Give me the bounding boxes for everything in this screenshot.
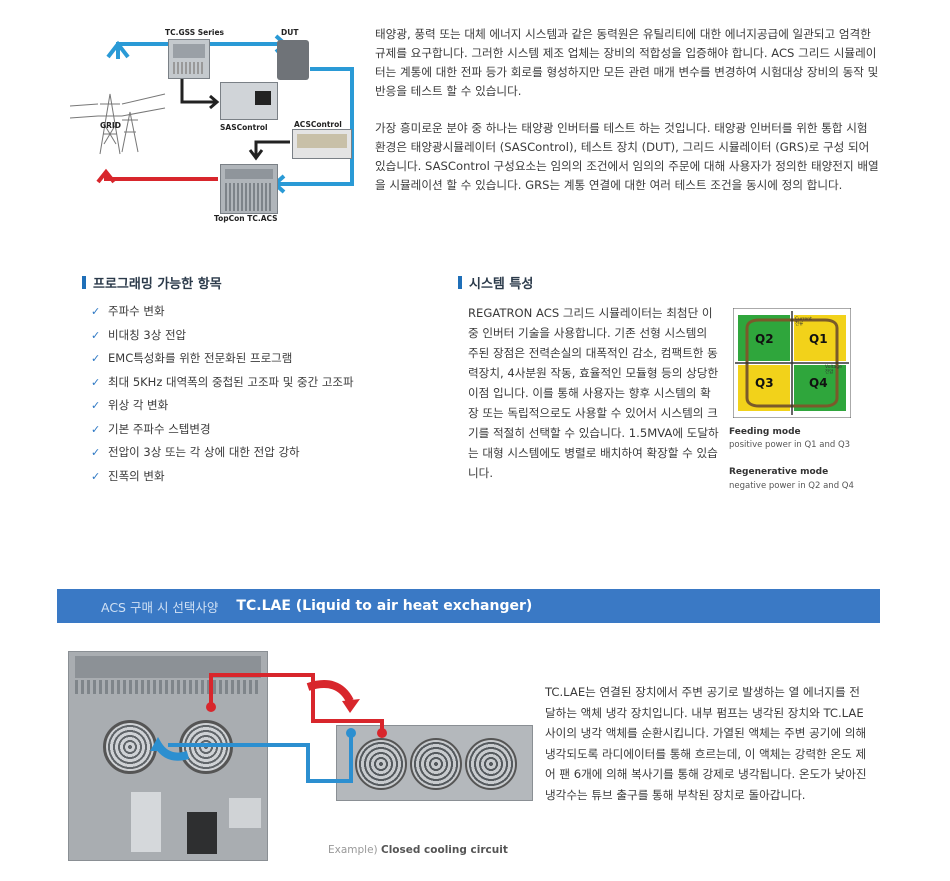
acscontrol-screen	[292, 129, 352, 159]
caption-prefix: Example)	[328, 844, 378, 856]
check-icon: ✓	[91, 422, 101, 436]
quadrant-q1-label: Q1	[809, 332, 828, 346]
fan-icon	[355, 738, 407, 790]
programmable-list: ✓주파수 변화 ✓비대칭 3상 전압 ✓EMC특성화를 위한 전문화된 프로그램…	[91, 300, 421, 488]
label-sascontrol: SASControl	[220, 123, 268, 132]
intro-paragraph-1: 태양광, 풍력 또는 대체 에너지 시스템과 같은 동력원은 유틸리티에 대한 …	[375, 27, 879, 98]
list-item: ✓EMC특성화를 위한 전문화된 프로그램	[91, 347, 421, 371]
fan-icon	[103, 720, 157, 774]
list-item: ✓최대 5KHz 대역폭의 중첩된 고조파 및 중간 고조파	[91, 371, 421, 395]
intro-paragraph-2: 가장 흥미로운 분야 중 하나는 태양광 인버터를 테스트 하는 것입니다. 태…	[375, 121, 879, 192]
programmable-title: 프로그래밍 가능한 항목	[93, 277, 222, 292]
label-grid: GRID	[100, 121, 121, 130]
pipes-svg	[150, 673, 387, 783]
check-icon: ✓	[91, 399, 101, 412]
system-diagram: TC.GSS Series DUT GRID SASControl ACSCon…	[69, 24, 360, 224]
quadrant-q4-label: Q4	[809, 376, 828, 390]
check-icon: ✓	[91, 352, 101, 365]
quadrant-svg	[732, 307, 852, 419]
list-item: ✓위상 각 변화	[91, 394, 421, 418]
system-paragraph: REGATRON ACS 그리드 시뮬레이터는 최첨단 이중 인버터 기술을 사…	[468, 306, 719, 480]
list-item: ✓주파수 변화	[91, 300, 421, 324]
line-dut-to-acs	[275, 67, 354, 186]
label-dut: DUT	[281, 28, 299, 37]
diagram-svg	[69, 34, 354, 194]
fan-icon	[410, 738, 462, 790]
topcon-device	[220, 164, 278, 214]
voltage-axis-label: Voltage 전압	[825, 365, 842, 375]
feeding-mode-desc: positive power in Q1 and Q3	[729, 440, 851, 450]
cooling-caption: Example) Closed cooling circuit	[328, 844, 508, 856]
label-topcon: TopCon TC.ACS	[214, 214, 278, 223]
tc-gss-device	[168, 39, 210, 79]
option-banner: ACS 구매 시 선택사양 TC.LAE (Liquid to air heat…	[57, 589, 880, 623]
banner-title: TC.LAE (Liquid to air heat exchanger)	[236, 598, 533, 614]
dut-device	[277, 40, 309, 80]
system-title: 시스템 특성	[469, 277, 534, 292]
quadrant-q2-label: Q2	[755, 332, 774, 346]
grid-pylon-icon	[69, 93, 166, 155]
quadrant-diagram: Q2 Q1 Q3 Q4 Current 전류 Voltage 전압	[732, 307, 852, 419]
check-icon: ✓	[91, 446, 101, 459]
label-acscontrol: ACSControl	[294, 120, 342, 129]
system-heading: 시스템 특성	[458, 273, 533, 292]
flow-arrow-red	[306, 680, 354, 704]
quadrant-q3-label: Q3	[755, 376, 774, 390]
caption-main: Closed cooling circuit	[381, 844, 508, 856]
fan-icon	[465, 738, 517, 790]
cooling-circuit-image	[68, 651, 533, 863]
current-axis-label: Current 전류	[795, 317, 812, 327]
programmable-heading: 프로그래밍 가능한 항목	[82, 273, 222, 292]
check-icon: ✓	[91, 375, 101, 389]
banner-label: ACS 구매 시 선택사양	[101, 599, 219, 615]
line-acs-to-grid	[104, 174, 218, 181]
regen-mode-title: Regenerative mode	[729, 467, 829, 477]
heading-bar	[458, 276, 462, 289]
tc-lae-unit	[336, 725, 533, 801]
check-icon: ✓	[91, 305, 101, 318]
list-item: ✓비대칭 3상 전압	[91, 324, 421, 348]
feeding-mode-title: Feeding mode	[729, 427, 801, 437]
cold-pipe	[168, 733, 353, 783]
heading-bar	[82, 276, 86, 289]
option-paragraph: TC.LAE는 연결된 장치에서 주변 공기로 발생하는 열 에너지를 전달하는…	[545, 685, 867, 802]
hot-pipe	[209, 673, 384, 733]
check-icon: ✓	[91, 328, 101, 342]
list-item: ✓전압이 3상 또는 각 상에 대한 전압 강하	[91, 441, 421, 465]
regen-mode-desc: negative power in Q2 and Q4	[729, 481, 854, 491]
list-item: ✓기본 주파수 스텝변경	[91, 418, 421, 442]
check-icon: ✓	[91, 469, 101, 483]
sascontrol-screen	[220, 82, 278, 120]
list-item: ✓진폭의 변화	[91, 465, 421, 489]
label-tc-gss: TC.GSS Series	[165, 28, 225, 37]
